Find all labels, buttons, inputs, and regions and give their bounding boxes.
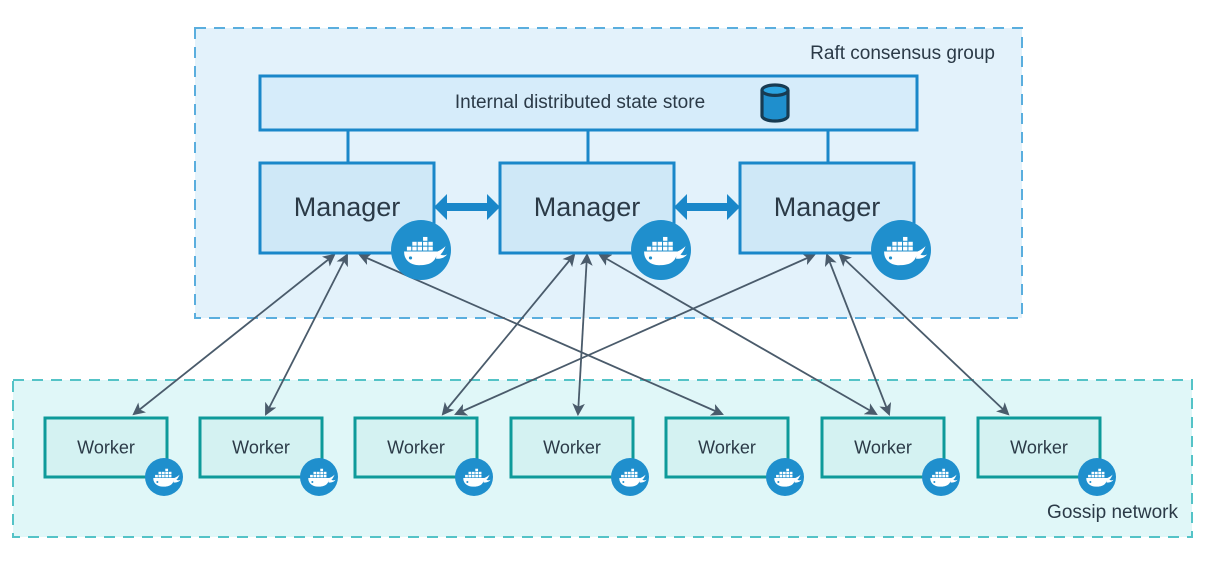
docker-whale-icon [766, 458, 804, 496]
link-manager-3-worker-3b [454, 253, 816, 416]
docker-whale-icon [871, 220, 931, 280]
manager-peer-links [434, 194, 740, 220]
manager-nodes: Manager Manager Manager [258, 161, 931, 280]
node-worker-7[interactable]: Worker [976, 416, 1116, 496]
worker-6-box[interactable] [820, 416, 946, 479]
node-manager-1[interactable]: Manager [258, 161, 451, 280]
zone-label-raft: Raft consensus group [810, 43, 995, 64]
node-worker-6[interactable]: Worker [820, 416, 960, 496]
worker-1-label: Worker [77, 437, 135, 457]
worker-5-label: Worker [698, 437, 756, 457]
worker-7-box[interactable] [976, 416, 1102, 479]
worker-2-box[interactable] [198, 416, 324, 479]
worker-6-label: Worker [854, 437, 912, 457]
internal-state-store[interactable]: Internal distributed state store [258, 74, 919, 132]
node-worker-1[interactable]: Worker [43, 416, 183, 496]
manager-1-label: Manager [294, 192, 401, 222]
docker-whale-icon [300, 458, 338, 496]
docker-whale-icon [455, 458, 493, 496]
worker-4-label: Worker [543, 437, 601, 457]
docker-whale-icon [391, 220, 451, 280]
docker-whale-icon [631, 220, 691, 280]
worker-nodes: Worker Worker Worker Worker Worker Worker Work… [43, 416, 1116, 496]
manager-worker-links [132, 252, 1010, 417]
worker-7-label: Worker [1010, 437, 1068, 457]
worker-3-box[interactable] [353, 416, 479, 479]
docker-whale-icon [145, 458, 183, 496]
node-worker-3[interactable]: Worker [353, 416, 493, 496]
worker-2-label: Worker [232, 437, 290, 457]
worker-1-box[interactable] [43, 416, 169, 479]
store-connectors [346, 130, 830, 163]
docker-whale-icon [922, 458, 960, 496]
state-store-box[interactable] [258, 74, 919, 132]
docker-whale-icon [1078, 458, 1116, 496]
node-worker-2[interactable]: Worker [198, 416, 338, 496]
worker-3-label: Worker [387, 437, 445, 457]
manager-2-label: Manager [534, 192, 641, 222]
node-manager-3[interactable]: Manager [738, 161, 931, 280]
link-manager-3-worker-7 [838, 253, 1010, 416]
zone-label-gossip: Gossip network [1047, 502, 1178, 523]
peer-link-manager-2-to-manager-3 [674, 194, 740, 220]
peer-link-manager-1-to-manager-2 [434, 194, 500, 220]
manager-3-label: Manager [774, 192, 881, 222]
node-worker-4[interactable]: Worker [509, 416, 649, 496]
node-manager-2[interactable]: Manager [498, 161, 691, 280]
database-cylinder-icon [760, 83, 790, 123]
state-store-label: Internal distributed state store [455, 92, 705, 113]
worker-5-box[interactable] [664, 416, 790, 479]
worker-4-box[interactable] [509, 416, 635, 479]
docker-whale-icon [611, 458, 649, 496]
link-manager-1-worker-2 [265, 253, 348, 416]
node-worker-5[interactable]: Worker [664, 416, 804, 496]
manager-1-box[interactable] [258, 161, 436, 255]
